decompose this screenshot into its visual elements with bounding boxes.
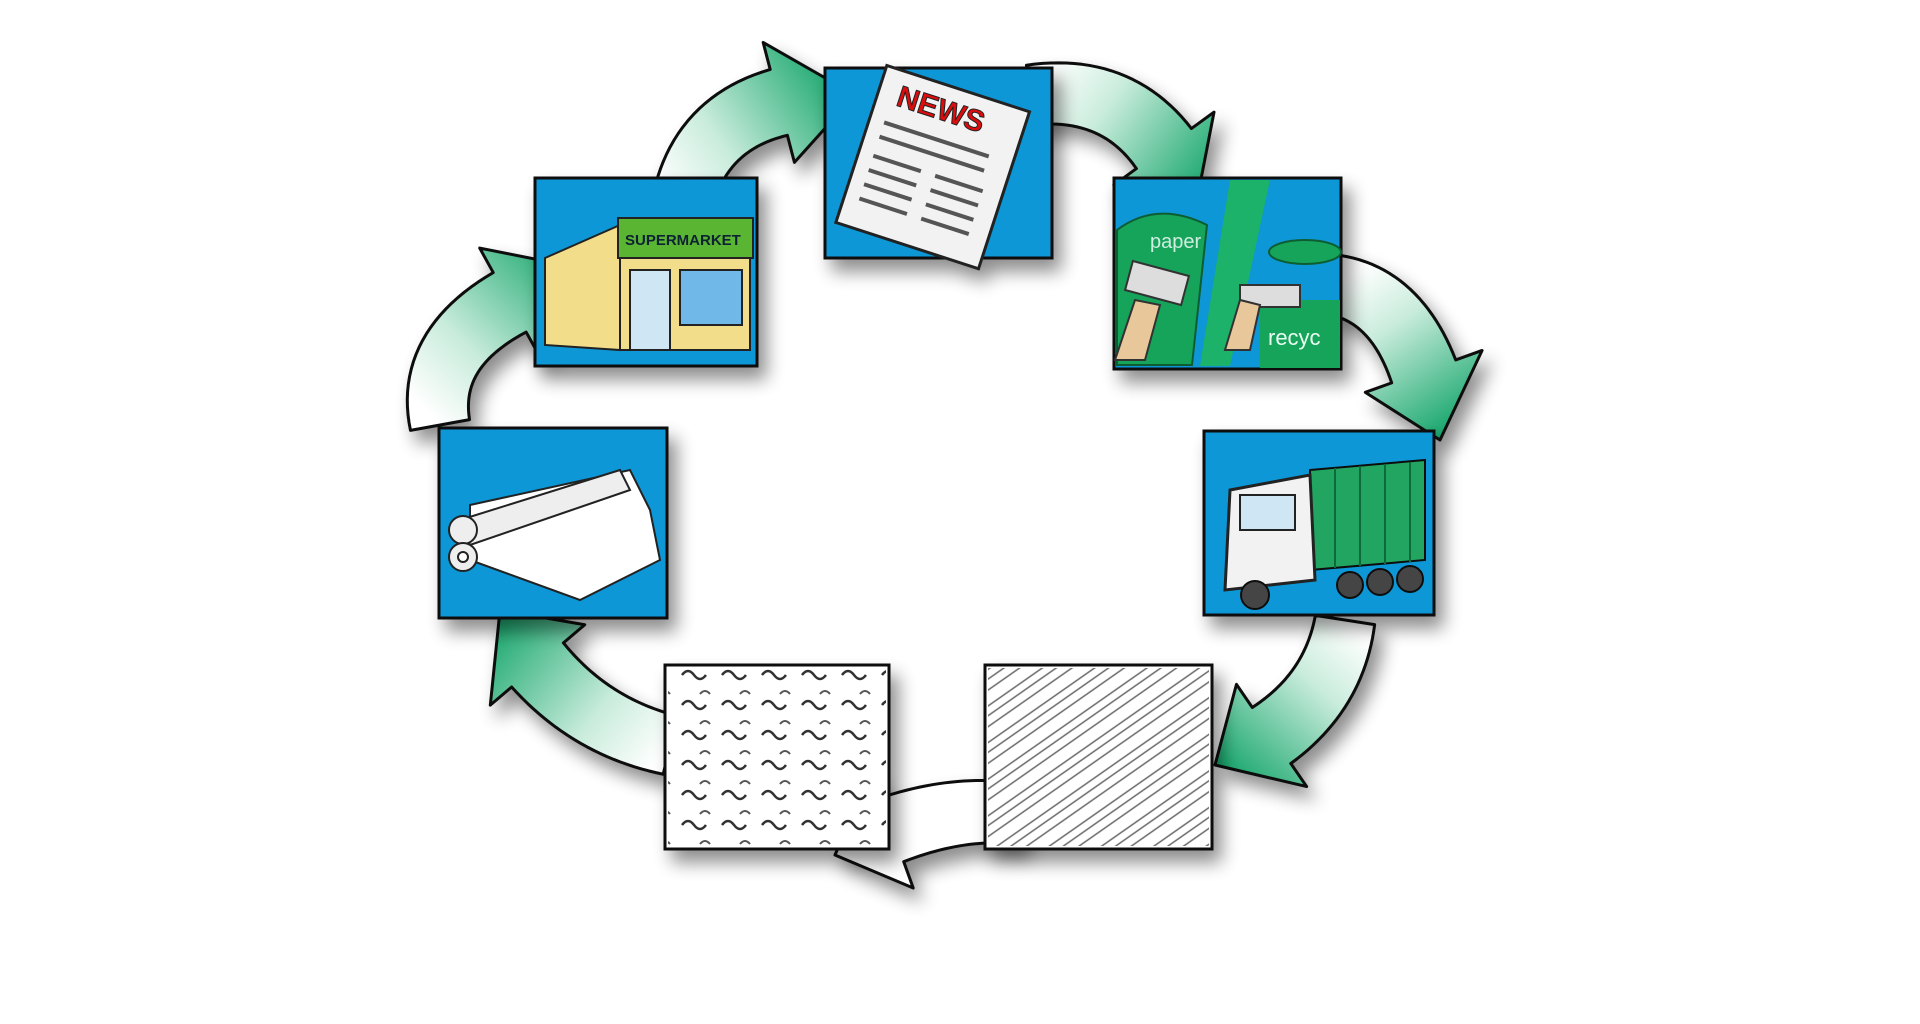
panel-paper-pulp [663,663,891,851]
panel-recycling-bins: paper recyc [1112,176,1343,371]
panel-shredded-fibers [983,663,1214,851]
arrow-supermarket-to-newspaper-icon [648,40,857,222]
panel-paper-rolls [437,426,669,620]
bin-label-paper: paper [1150,231,1201,253]
arrow-newspaper-to-bins-icon [1024,61,1216,212]
arrow-truck-to-shredded-icon [1213,613,1377,789]
supermarket-icon: SUPERMARKET [544,217,754,352]
supermarket-sign: SUPERMARKET [625,232,741,249]
panel-supermarket: SUPERMARKET [533,176,759,368]
garbage-truck-icon [1223,458,1426,610]
arrow-bins-to-truck-icon [1328,253,1484,442]
arrow-pulp-to-rolls-icon [488,608,679,776]
newspaper-icon: NEWS [833,63,1032,271]
bin-label-recycle: recyc [1268,325,1321,350]
panel-newspaper: NEWS [823,63,1054,271]
paper-roll-icon [448,468,662,602]
panel-garbage-truck [1202,429,1436,617]
